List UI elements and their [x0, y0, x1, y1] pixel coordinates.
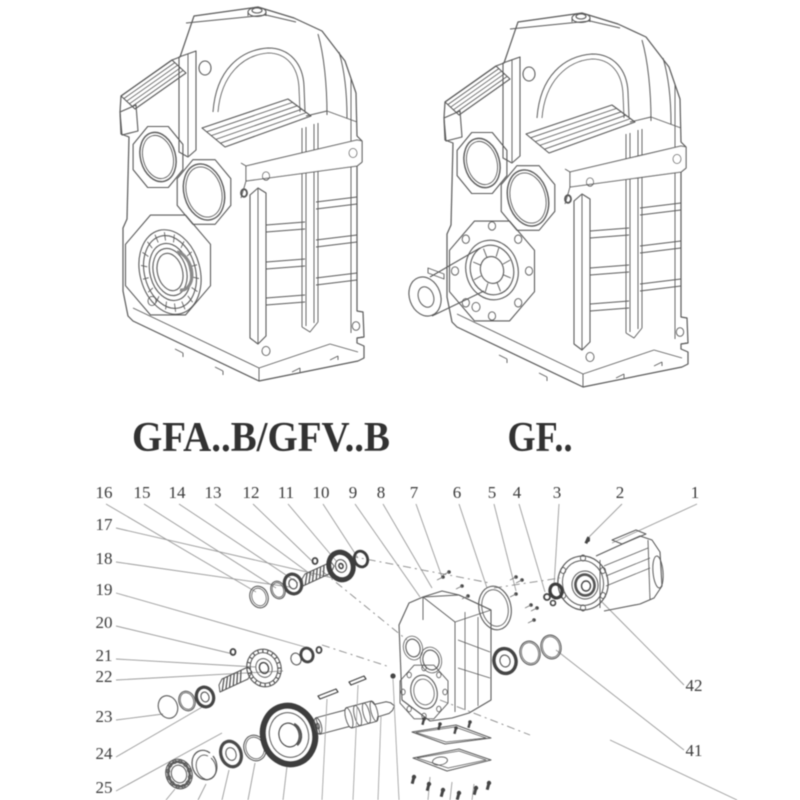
svg-text:21: 21	[96, 646, 113, 665]
svg-text:41: 41	[686, 741, 703, 760]
svg-text:1: 1	[691, 483, 700, 502]
svg-text:12: 12	[243, 483, 260, 502]
svg-text:10: 10	[313, 483, 330, 502]
svg-text:23: 23	[96, 707, 113, 726]
svg-text:2: 2	[616, 483, 625, 502]
svg-text:20: 20	[96, 613, 113, 632]
svg-text:15: 15	[134, 483, 151, 502]
svg-text:6: 6	[453, 483, 462, 502]
svg-text:4: 4	[513, 483, 522, 502]
svg-text:13: 13	[205, 483, 222, 502]
svg-text:8: 8	[377, 483, 386, 502]
svg-text:17: 17	[96, 515, 114, 534]
svg-text:14: 14	[169, 483, 187, 502]
svg-text:3: 3	[553, 483, 562, 502]
svg-text:11: 11	[278, 483, 294, 502]
svg-text:19: 19	[96, 580, 113, 599]
svg-text:5: 5	[488, 483, 497, 502]
svg-text:GFA..B/GFV..B: GFA..B/GFV..B	[132, 415, 390, 461]
svg-text:9: 9	[349, 483, 358, 502]
svg-text:42: 42	[686, 676, 703, 695]
svg-text:16: 16	[96, 483, 113, 502]
svg-text:25: 25	[96, 778, 113, 797]
svg-text:24: 24	[96, 744, 114, 763]
svg-text:7: 7	[410, 483, 419, 502]
svg-text:22: 22	[96, 667, 113, 686]
svg-text:18: 18	[96, 549, 113, 568]
svg-text:GF..: GF..	[508, 415, 573, 461]
